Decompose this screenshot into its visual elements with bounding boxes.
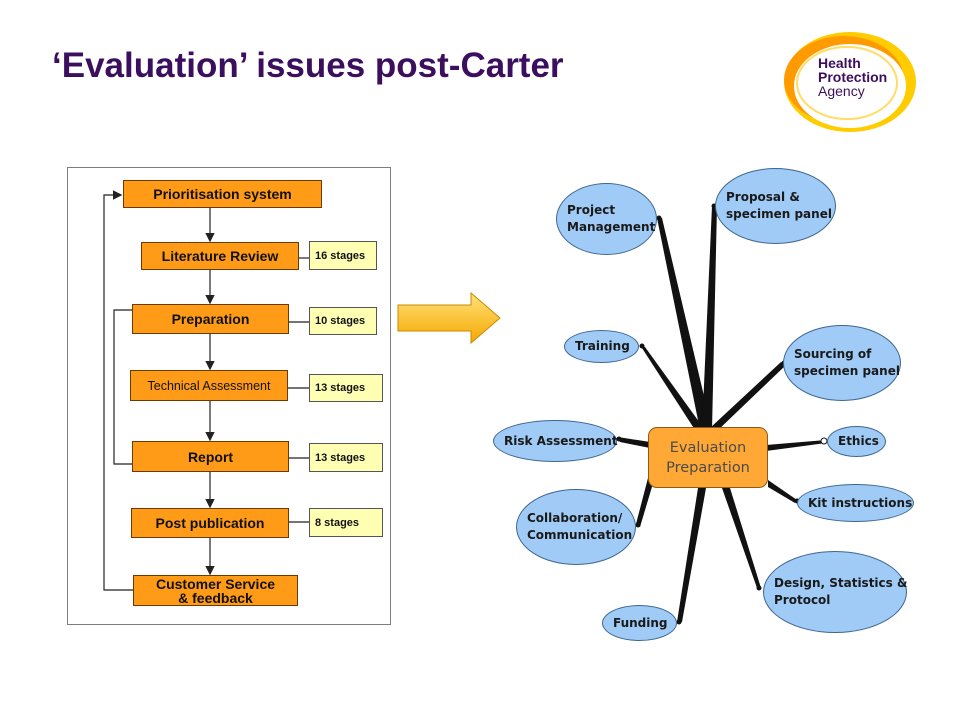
node-evaluation-preparation: Evaluation Preparation: [648, 427, 768, 488]
flow-step-post-publication: Post publication: [131, 508, 289, 538]
stage-count-technical-assessment: 13 stages: [309, 374, 383, 402]
flow-step-literature-review: Literature Review: [141, 242, 299, 270]
node-label-line: Training: [575, 339, 630, 353]
node-label-line: Proposal &: [726, 190, 800, 204]
slide-title: ‘Evaluation’ issues post-Carter: [52, 46, 564, 85]
node-label-line: specimen panel: [726, 207, 832, 221]
node-risk-assessment: Risk Assessment: [493, 420, 618, 462]
flow-step-customer-service: Customer Service & feedback: [133, 575, 298, 606]
arrow-right-icon: [397, 292, 501, 344]
node-training: Training: [564, 330, 639, 363]
logo-line: Agency: [818, 83, 865, 99]
node-label-line: Sourcing of: [794, 347, 872, 361]
node-label-line: Risk Assessment: [504, 433, 618, 448]
node-kit-instructions: Kit instructions: [797, 484, 914, 522]
stage-count-preparation: 10 stages: [309, 307, 377, 335]
stage-count-literature-review: 16 stages: [309, 241, 377, 270]
node-collaboration-communication: Collaboration/Communication: [516, 489, 636, 565]
flow-step-prioritisation: Prioritisation system: [123, 180, 322, 208]
node-label-line: Ethics: [838, 434, 879, 448]
center-label-line: Preparation: [666, 459, 750, 476]
node-label-line: Kit instructions: [808, 495, 913, 510]
node-label-line: Design, Statistics &: [774, 576, 908, 590]
flow-step-label-line: Customer Service: [155, 575, 276, 592]
node-ethics: Ethics: [827, 426, 886, 457]
flow-step-preparation: Preparation: [132, 304, 289, 334]
node-label-line: Protocol: [774, 593, 831, 607]
node-label-line: Management: [567, 220, 656, 234]
flow-step-label-line: & feedback: [178, 589, 253, 606]
node-label-line: Project: [567, 203, 616, 217]
node-sourcing-specimen-panel: Sourcing of specimen panel: [783, 325, 901, 401]
flow-step-report: Report: [132, 441, 289, 472]
node-funding: Funding: [602, 605, 677, 641]
stage-count-post-publication: 8 stages: [309, 508, 383, 537]
node-design-statistics-protocol: Design, Statistics & Protocol: [763, 551, 907, 633]
node-label-line: specimen panel: [794, 364, 900, 378]
flow-step-technical-assessment: Technical Assessment: [130, 370, 288, 401]
logo-line: Health: [818, 55, 861, 71]
node-proposal-specimen-panel: Proposal & specimen panel: [715, 168, 836, 244]
node-label-line: Communication: [527, 528, 633, 542]
center-label-line: Evaluation: [669, 439, 747, 456]
node-label-line: Collaboration/: [527, 511, 623, 525]
stage-count-report: 13 stages: [309, 443, 383, 472]
node-label-line: Funding: [613, 615, 668, 630]
health-protection-agency-logo: Health Protection Agency: [780, 28, 920, 136]
logo-text: Health Protection Agency: [818, 56, 887, 98]
logo-swirl-icon: [784, 32, 916, 132]
logo-line: Protection: [818, 69, 888, 85]
